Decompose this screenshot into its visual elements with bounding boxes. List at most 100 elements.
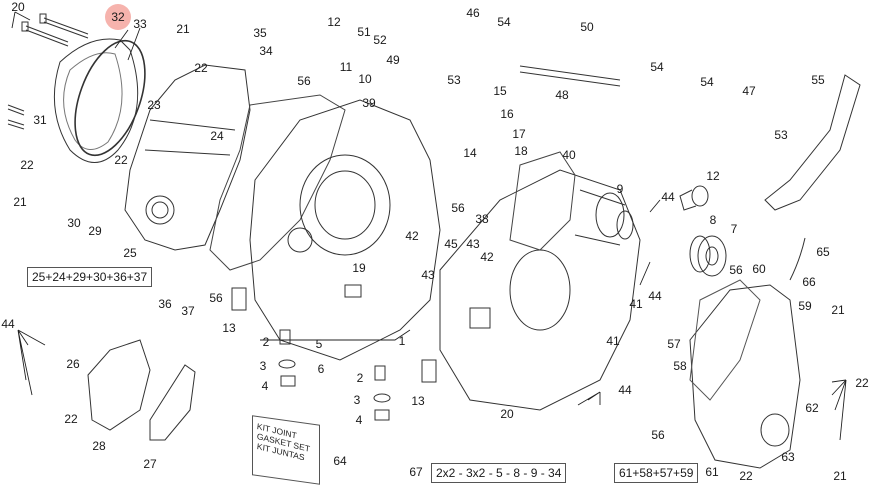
callout-21[interactable]: 21 [13, 195, 27, 209]
callout-44[interactable]: 44 [618, 383, 632, 397]
callout-50[interactable]: 50 [580, 20, 594, 34]
callout-41[interactable]: 41 [606, 334, 620, 348]
callout-14[interactable]: 14 [463, 146, 477, 160]
kit-box-gaskets[interactable]: 2x2 - 3x2 - 5 - 8 - 9 - 34 [431, 463, 567, 483]
callout-56[interactable]: 56 [297, 74, 311, 88]
callout-18[interactable]: 18 [514, 144, 528, 158]
callout-12[interactable]: 12 [327, 15, 341, 29]
bushing-12-right[interactable] [679, 185, 709, 211]
callout-40[interactable]: 40 [562, 148, 576, 162]
o-ring-3-right[interactable] [373, 393, 391, 403]
callout-22[interactable]: 22 [855, 376, 869, 390]
callout-63[interactable]: 63 [781, 450, 795, 464]
callout-10[interactable]: 10 [358, 72, 372, 86]
callout-21[interactable]: 21 [176, 22, 190, 36]
callout-22[interactable]: 22 [114, 153, 128, 167]
callout-4[interactable]: 4 [261, 379, 269, 393]
kit-box-right-cover[interactable]: 61+58+57+59 [614, 463, 699, 483]
bearing-9[interactable] [574, 189, 634, 246]
water-pump-cover-28[interactable] [87, 339, 151, 431]
hose-65[interactable] [789, 237, 806, 281]
kickstarter-lever-55[interactable] [764, 74, 861, 211]
callout-37[interactable]: 37 [181, 304, 195, 318]
callout-22[interactable]: 22 [194, 61, 208, 75]
callout-43[interactable]: 43 [466, 237, 480, 251]
callout-22[interactable]: 22 [739, 469, 753, 483]
callout-38[interactable]: 38 [475, 212, 489, 226]
gasket-27[interactable] [149, 364, 196, 441]
callout-42[interactable]: 42 [405, 229, 419, 243]
callout-56[interactable]: 56 [651, 428, 665, 442]
callout-33[interactable]: 33 [133, 17, 147, 31]
callout-54[interactable]: 54 [700, 75, 714, 89]
callout-21[interactable]: 21 [833, 469, 847, 483]
callout-56[interactable]: 56 [451, 201, 465, 215]
callout-46[interactable]: 46 [466, 6, 480, 20]
callout-54[interactable]: 54 [497, 15, 511, 29]
callout-56[interactable]: 56 [209, 291, 223, 305]
callout-32[interactable]: 32 [111, 10, 125, 24]
callout-7[interactable]: 7 [730, 222, 738, 236]
callout-31[interactable]: 31 [33, 113, 47, 127]
callout-47[interactable]: 47 [742, 84, 756, 98]
callout-48[interactable]: 48 [555, 88, 569, 102]
clutch-cover-32[interactable] [53, 38, 139, 163]
callout-34[interactable]: 34 [259, 44, 273, 58]
crankcase-left-half[interactable] [249, 99, 441, 361]
filter-2-right[interactable] [374, 365, 386, 381]
callout-42[interactable]: 42 [480, 250, 494, 264]
callout-11[interactable]: 11 [339, 60, 353, 74]
callout-41[interactable]: 41 [629, 297, 643, 311]
callout-1[interactable]: 1 [398, 334, 406, 348]
gasket-60[interactable] [689, 279, 761, 401]
o-ring-3-left[interactable] [278, 359, 296, 369]
callout-43[interactable]: 43 [421, 268, 435, 282]
callout-44[interactable]: 44 [661, 190, 675, 204]
callout-57[interactable]: 57 [667, 337, 681, 351]
callout-9[interactable]: 9 [616, 182, 624, 196]
gasket-set-box-64[interactable]: KIT JOINT GASKET SET KIT JUNTAS [252, 415, 320, 485]
callout-16[interactable]: 16 [500, 107, 514, 121]
callout-53[interactable]: 53 [774, 128, 788, 142]
bolt-set-20[interactable] [21, 13, 89, 47]
shaft-48[interactable] [519, 65, 621, 87]
callout-59[interactable]: 59 [798, 299, 812, 313]
callout-13[interactable]: 13 [222, 321, 236, 335]
callout-8[interactable]: 8 [709, 213, 717, 227]
crankcase-right-half[interactable] [439, 169, 641, 411]
callout-21[interactable]: 21 [831, 303, 845, 317]
callout-27[interactable]: 27 [143, 457, 157, 471]
callout-52[interactable]: 52 [373, 33, 387, 47]
callout-39[interactable]: 39 [362, 96, 376, 110]
callout-51[interactable]: 51 [357, 25, 371, 39]
callout-3[interactable]: 3 [259, 359, 267, 373]
callout-44[interactable]: 44 [648, 289, 662, 303]
callout-13[interactable]: 13 [411, 394, 425, 408]
callout-29[interactable]: 29 [88, 224, 102, 238]
callout-19[interactable]: 19 [352, 261, 366, 275]
callout-44[interactable]: 44 [1, 317, 15, 331]
callout-61[interactable]: 61 [705, 465, 719, 479]
callout-45[interactable]: 45 [444, 237, 458, 251]
callout-58[interactable]: 58 [673, 359, 687, 373]
callout-15[interactable]: 15 [493, 84, 507, 98]
callout-20[interactable]: 20 [11, 0, 25, 14]
callout-28[interactable]: 28 [92, 439, 106, 453]
callout-62[interactable]: 62 [805, 401, 819, 415]
plug-13-right[interactable] [421, 359, 437, 383]
callout-22[interactable]: 22 [20, 158, 34, 172]
plug-4-left[interactable] [280, 375, 296, 387]
callout-26[interactable]: 26 [66, 357, 80, 371]
seal-8[interactable] [689, 235, 711, 273]
callout-20[interactable]: 20 [500, 407, 514, 421]
callout-65[interactable]: 65 [816, 245, 830, 259]
plug-4-right[interactable] [374, 409, 390, 421]
callout-4[interactable]: 4 [355, 413, 363, 427]
callout-22[interactable]: 22 [64, 412, 78, 426]
callout-49[interactable]: 49 [386, 53, 400, 67]
callout-55[interactable]: 55 [811, 73, 825, 87]
callout-64[interactable]: 64 [333, 454, 347, 468]
gasket-40[interactable] [509, 151, 576, 251]
callout-30[interactable]: 30 [67, 216, 81, 230]
callout-3[interactable]: 3 [353, 393, 361, 407]
